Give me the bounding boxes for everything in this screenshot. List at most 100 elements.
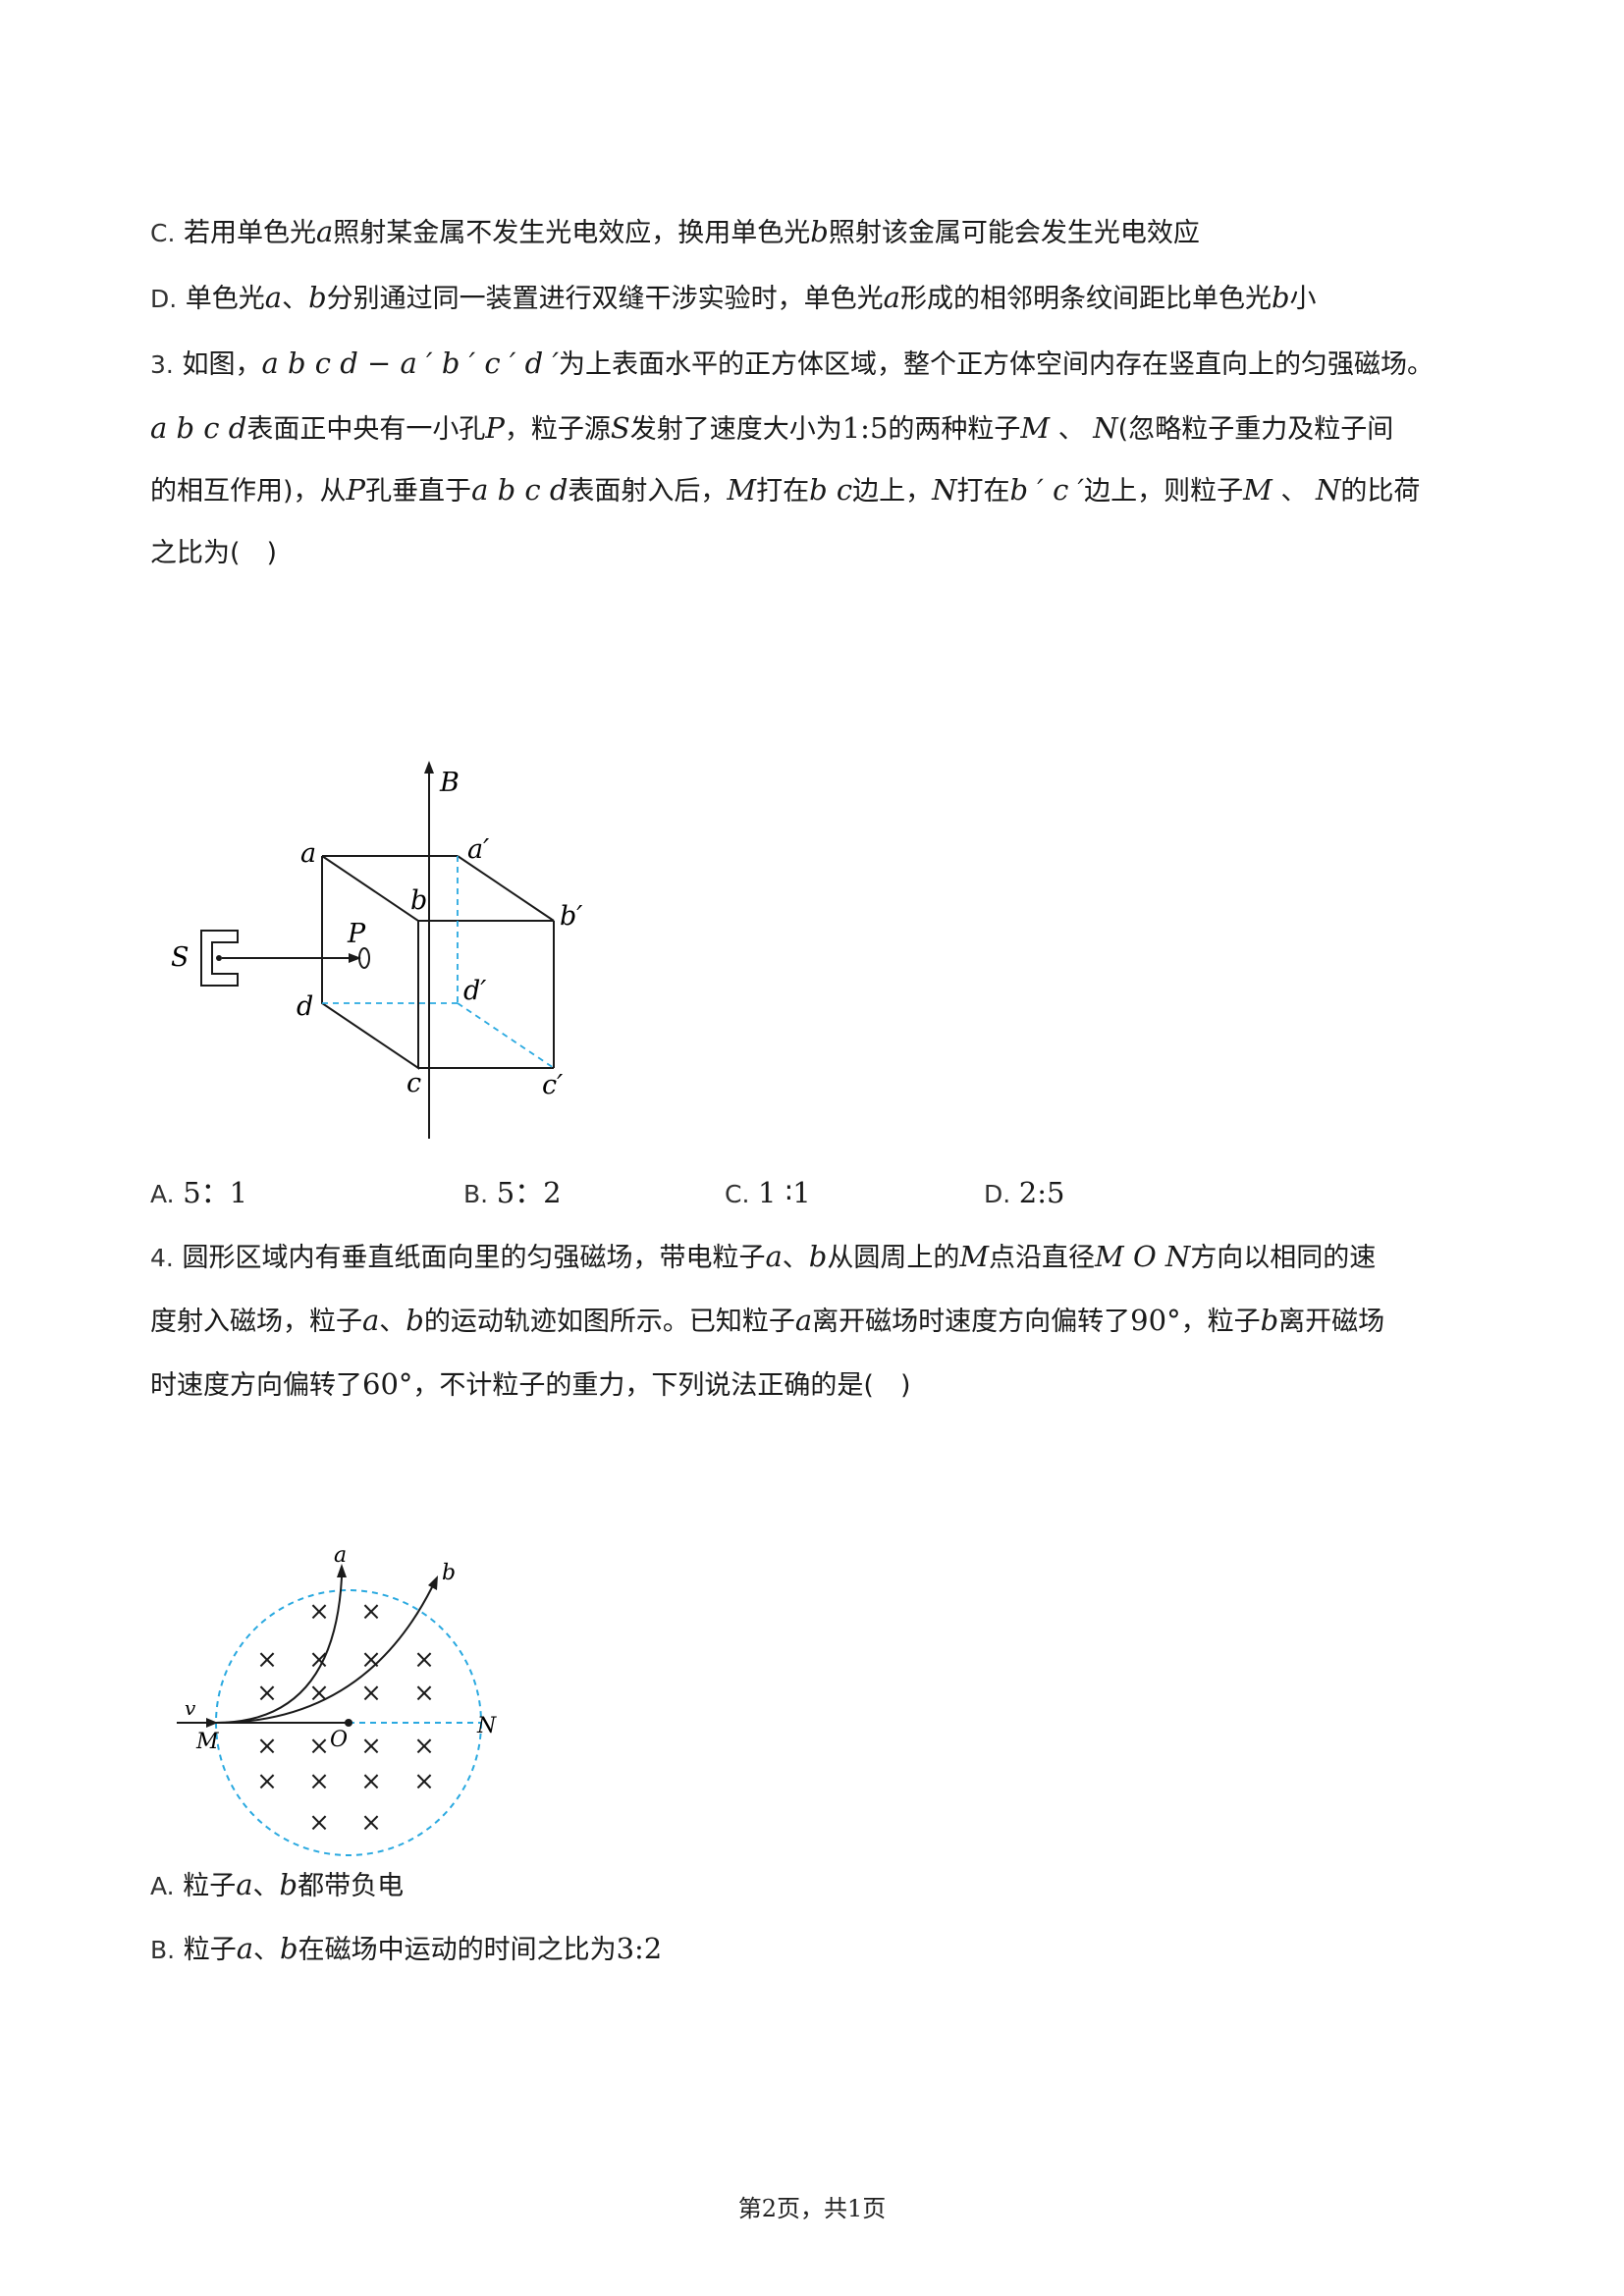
cube-magnetic-field-figure: B a a′ b b′ P S d d′ c c′ [171,761,582,1139]
cross-mark: × [308,1808,330,1838]
q3-line-3: 的相互作用)，从P孔垂直于a b c d表面射入后，M打在b c边上，N打在b … [150,470,1420,511]
text: 孔垂直于 [365,476,472,507]
var: b [308,281,327,314]
label-P: P [347,919,366,949]
var: a b c d [471,473,568,507]
label-v: v [185,1696,196,1720]
q3-option-b[interactable]: B. 5：2 [463,1173,562,1214]
var: M [959,1240,990,1273]
label-b: b [442,1561,456,1585]
text: 在磁场中运动的时间之比为 [298,1935,617,1965]
text: 、 [253,1935,280,1965]
var: b [810,215,829,248]
var: M [1243,473,1272,507]
text: 的相互作用)，从 [150,476,347,507]
cross-mark: × [308,1767,330,1796]
label-d: d [297,991,313,1022]
number: 3:2 [616,1932,663,1965]
text: 边上， [852,476,933,507]
text: 离开磁场 [1278,1307,1385,1337]
var: b [1271,281,1290,314]
text: 离开磁场时速度方向偏转了 [812,1307,1131,1337]
number: 90° [1130,1304,1181,1337]
var: S [610,411,630,445]
var: a [362,1304,380,1337]
var: b [808,1240,828,1273]
var: b c [809,473,853,507]
cross-mark: × [413,1732,435,1761]
option-value: 1 ∶1 [758,1176,811,1209]
label-B: B [439,768,460,798]
q3-line-2: a b c d表面正中央有一小孔P，粒子源S发射了速度大小为1:5的两种粒子M … [150,408,1393,450]
text: ，不计粒子的重力，下列说法正确的是( ) [412,1370,911,1401]
cross-mark: × [360,1767,382,1796]
var: a [765,1240,783,1273]
option-label: C. [725,1180,750,1208]
label-O: O [330,1728,348,1752]
var: b [279,1868,298,1901]
var: M O N [1095,1240,1191,1273]
text: 表面正中央有一小孔 [246,414,486,445]
var: M [727,473,757,507]
text: 、 [282,284,309,314]
option-value: 5：1 [183,1176,248,1209]
question-number: 3. [150,350,174,379]
var: N [1316,473,1341,507]
text: 时速度方向偏转了 [150,1370,362,1401]
text: 的两种粒子 [888,414,1021,445]
label-c: c [406,1068,421,1098]
q3-line-1: 3. 如图，a b c d − a ′ b ′ c ′ d ′为上表面水平的正方… [150,344,1434,385]
text: 度射入磁场，粒子 [150,1307,362,1337]
text: 之比为( ) [150,538,278,568]
text: 若用单色光 [184,218,316,248]
text: 打在 [756,476,810,507]
circular-field-figure: ×××××××××××××××××××× a b v M O N [177,1543,497,1856]
option-label: B. [463,1180,489,1208]
q4-line-2: 度射入磁场，粒子a、b的运动轨迹如图所示。已知粒子a离开磁场时速度方向偏转了90… [150,1301,1384,1342]
q4-option-a[interactable]: A. 粒子a、b都带负电 [150,1865,404,1906]
var: a b c d − a ′ b ′ c ′ d ′ [261,347,560,380]
option-label: A. [150,1180,175,1208]
option-label: A. [150,1872,175,1900]
cross-mark: × [308,1597,330,1627]
label-a: a [300,838,316,869]
var: b ′ c ′ [1009,473,1085,507]
cross-mark: × [360,1732,382,1761]
var: a [236,1868,253,1901]
cross-mark: × [308,1645,330,1675]
text: 照射某金属不发生光电效应，换用单色光 [333,218,811,248]
text: 表面射入后， [568,476,728,507]
trajectory-b [215,1586,433,1724]
cross-mark: × [256,1679,278,1708]
particle-source-icon [200,930,239,987]
text: 小 [1289,284,1317,314]
hidden-edges [322,856,555,1069]
text: 、 [379,1307,406,1337]
text: 点沿直径 [989,1243,1096,1273]
text: 粒子 [183,1935,237,1965]
var: b [1260,1304,1279,1337]
q3-option-d[interactable]: D. 2:5 [984,1173,1064,1214]
option-d-line: D. 单色光a、b分别通过同一装置进行双缝干涉实验时，单色光a形成的相邻明条纹间… [150,278,1317,319]
cube-left-face [321,855,419,1070]
var: M [1020,411,1051,445]
source-dot [216,955,222,961]
b-axis-arrowhead [424,761,434,774]
cross-mark: × [360,1597,382,1627]
var: a [316,215,334,248]
label-b: b [410,885,427,916]
beam-arrowhead [349,953,361,963]
option-label: D. [150,285,178,313]
option-label: C. [150,219,176,247]
q3-option-c[interactable]: C. 1 ∶1 [725,1173,811,1214]
label-a: a [334,1543,347,1568]
option-value: 2:5 [1018,1176,1065,1209]
q4-option-b[interactable]: B. 粒子a、b在磁场中运动的时间之比为3:2 [150,1929,662,1970]
cross-mark: × [256,1732,278,1761]
text: 分别通过同一装置进行双缝干涉实验时，单色光 [326,284,884,314]
text: 方向以相同的速 [1190,1243,1377,1273]
q3-option-a[interactable]: A. 5：1 [150,1173,247,1214]
cross-mark: × [360,1645,382,1675]
page-footer: 第2页，共1页 [737,2195,887,2222]
text: 从圆周上的 [827,1243,960,1273]
